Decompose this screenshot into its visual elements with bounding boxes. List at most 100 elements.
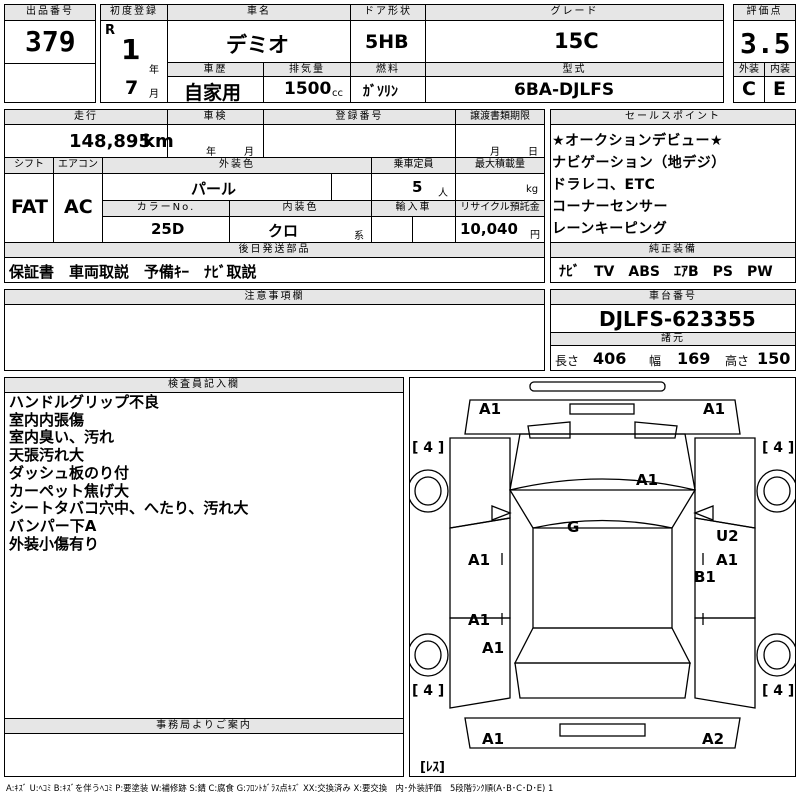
note-item: 室内臭い、汚れ (9, 428, 115, 447)
registration-cell: R 1 年 7 月 (100, 20, 168, 103)
color-number-label: カラーNo. (102, 200, 230, 217)
mark-a1-rear-left: A1 (482, 730, 505, 748)
later-parts-value: 保証書 車両取説 予備ｷｰ ﾅﾋﾞ取説 (9, 263, 257, 281)
color-value: パール (191, 180, 237, 198)
plate-cell (263, 124, 456, 158)
seats-value: 5 (412, 178, 423, 196)
model-label: 車名 (167, 4, 351, 21)
load-unit: kg (526, 184, 539, 195)
fuel-value: ｶﾞｿﾘﾝ (363, 84, 398, 100)
equipment-cell: ﾅﾋﾞ TV ABS ｴｱB PS PW (550, 257, 796, 283)
mark-a2-rear-right: A2 (702, 730, 725, 748)
door-cell: 5HB (350, 20, 426, 63)
tire-rear-right: [ 4 ] (762, 683, 795, 699)
interior-grade: E (773, 78, 786, 100)
note-item: ダッシュ板のり付 (9, 463, 130, 482)
chassis-cell: DJLFS-623355 (550, 304, 796, 333)
interior-color-unit: 系 (354, 231, 364, 242)
lot-number: 379 (25, 25, 76, 58)
load-label: 最大積載量 (455, 157, 545, 174)
car-outline (410, 381, 795, 749)
damage-legend: A:ｷｽﾞ U:ﾍｺﾐ B:ｷｽﾞを伴うﾍｺﾐ P:要塗装 W:補修跡 S:錆 … (6, 783, 554, 793)
width-value: 169 (677, 349, 711, 368)
displacement-unit: cc (332, 88, 343, 99)
ac-value: AC (64, 196, 93, 218)
displacement-value: 1500 (284, 79, 332, 99)
inspector-notes-box: ハンドルグリップ不良 室内内張傷 室内臭い、汚れ 天張汚れ大 ダッシュ板のり付 … (4, 392, 404, 719)
door-label: ドア形状 (350, 4, 426, 21)
ac-cell: AC (53, 173, 103, 243)
mark-a1-hood: A1 (636, 471, 659, 489)
mark-a1-right-door: A1 (716, 551, 739, 569)
era-letter: R (105, 23, 116, 38)
later-parts-cell: 保証書 車両取説 予備ｷｰ ﾅﾋﾞ取説 (4, 257, 545, 283)
color-number-value: 25D (151, 220, 185, 238)
grade-label: グレード (425, 4, 724, 21)
score-value: 3.5 (740, 27, 791, 60)
note-item: シートタバコ穴中、へたり、汚れ大 (9, 499, 249, 518)
type-cell: 6BA-DJLFS (425, 76, 724, 103)
type-value: 6BA-DJLFS (514, 80, 615, 100)
exterior-label: 外装 (733, 62, 765, 77)
note-item: 室内内張傷 (9, 410, 85, 429)
seats-unit: 人 (438, 188, 448, 199)
sales-point-item: レーンキーピング (552, 221, 668, 237)
sales-point-item: ★オークションデビュー★ (552, 133, 724, 149)
office-box (4, 733, 404, 777)
mileage-label: 走行 (4, 109, 168, 125)
interior-color-cell: クロ 系 (229, 216, 372, 243)
seats-label: 乗車定員 (371, 157, 456, 174)
spare-tire: [ﾚｽ] (420, 760, 445, 775)
score-cell: 3.5 (733, 20, 796, 63)
mark-u2: U2 (716, 527, 739, 545)
import-divider (412, 217, 413, 242)
note-item: カーペット焦げ大 (9, 481, 130, 500)
history-value: 自家用 (184, 82, 242, 104)
lot-label: 出品番号 (4, 4, 96, 21)
shift-cell: FAT (4, 173, 54, 243)
month-unit: 月 (149, 89, 159, 100)
seats-cell: 5 人 (371, 173, 456, 201)
door-type: 5HB (365, 31, 409, 53)
exterior-grade: C (742, 78, 756, 100)
inspection-cell: 年 月 (167, 124, 264, 158)
height-value: 150 (757, 349, 791, 368)
equipment-value: ﾅﾋﾞ TV ABS ｴｱB PS PW (559, 264, 773, 280)
registration-month: 7 (125, 77, 139, 99)
import-label: 輸入車 (371, 200, 456, 217)
lot-blank-cell (4, 63, 96, 103)
model-name: デミオ (226, 33, 289, 57)
recycle-unit: 円 (530, 230, 540, 241)
displacement-cell: 1500 cc (263, 76, 351, 103)
interior-color-label: 内装色 (229, 200, 372, 217)
inspection-label: 車検 (167, 109, 264, 125)
color-number-cell: 25D (102, 216, 230, 243)
chassis-number: DJLFS-623355 (599, 307, 756, 331)
recycle-label: リサイクル預託金 (455, 200, 545, 217)
color-divider (331, 174, 332, 200)
mileage-cell: 148,895 km (4, 124, 174, 158)
plate-label: 登録番号 (263, 109, 456, 125)
dimensions-label: 諸元 (550, 332, 796, 346)
note-item: 外装小傷有り (9, 534, 100, 553)
mark-a1-front-right: A1 (703, 400, 726, 418)
tire-front-left: [ 4 ] (412, 440, 445, 456)
caution-label: 注意事項欄 (4, 289, 545, 305)
tire-front-right: [ 4 ] (762, 440, 795, 456)
caution-box (4, 304, 545, 371)
height-label: 高さ (725, 354, 750, 368)
inspection-month-unit: 月 (244, 147, 254, 158)
grade-cell: 15C (425, 20, 724, 63)
tire-rear-left: [ 4 ] (412, 683, 445, 699)
note-item: ハンドルグリップ不良 (9, 393, 160, 411)
exterior-grade-cell: C (733, 76, 765, 103)
interior-label: 内装 (764, 62, 796, 77)
mark-g-windshield: G (567, 518, 580, 536)
displacement-label: 排気量 (263, 62, 351, 77)
car-diagram: A1 A1 A1 G U2 A1 B1 A1 A1 A1 A1 A2 [ 4 ]… (409, 377, 796, 777)
ac-label: エアコン (53, 157, 103, 174)
note-item: バンパー下A (9, 516, 97, 535)
mark-a1-left-rear-door: A1 (468, 611, 491, 629)
width-label: 幅 (649, 354, 662, 368)
mark-b1: B1 (694, 568, 716, 586)
